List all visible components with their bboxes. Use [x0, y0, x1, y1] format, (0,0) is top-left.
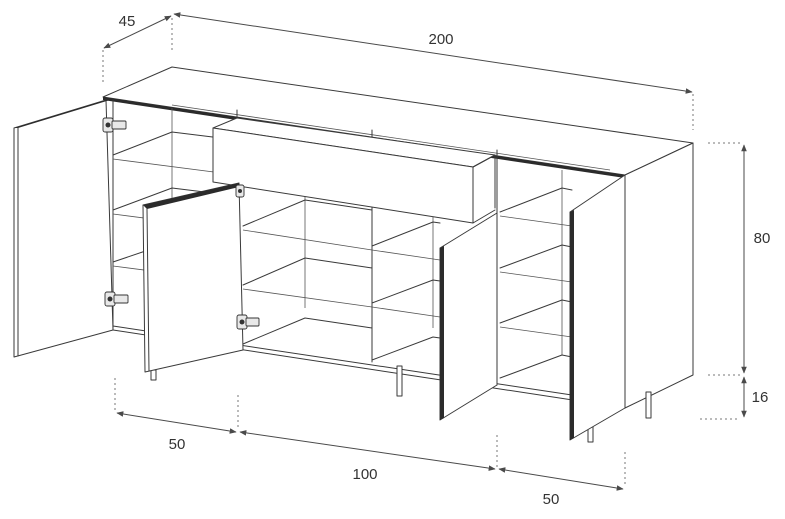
dim-width-label: 200: [428, 31, 453, 48]
right-compartment: [499, 170, 573, 379]
dim-height-label: 80: [754, 230, 771, 247]
doors: [13, 99, 626, 441]
dim-left-section-label: 50: [169, 436, 186, 453]
door-far-left: [13, 99, 114, 358]
dim-right-section-label: 50: [543, 491, 560, 508]
door-middle-right: [439, 212, 498, 421]
dim-right-section-line: [498, 467, 624, 491]
hinge-icon: [235, 184, 245, 198]
dim-middle-section-line: [239, 430, 496, 471]
hinge-icon: [236, 314, 260, 330]
door-far-right: [569, 174, 626, 441]
dim-leg-height-label: 16: [752, 389, 769, 406]
right-side-panel: [624, 142, 694, 409]
hinge-icon: [104, 291, 129, 307]
dim-depth-line: [103, 15, 172, 49]
drawer: [212, 117, 496, 224]
leg-front-left: [150, 369, 157, 381]
dimension-lines: [102, 12, 747, 491]
dim-width-line: [173, 12, 693, 94]
dimension-labels: 45 200 80 16 50 100 50: [119, 13, 771, 508]
dim-left-section-line: [116, 411, 237, 434]
hinge-icon: [102, 117, 127, 133]
leg-back-right: [645, 391, 652, 419]
hinges: [102, 117, 260, 330]
leg-middle: [396, 365, 403, 397]
dim-middle-section-label: 100: [352, 466, 377, 483]
door-left-inner: [142, 182, 244, 373]
dim-depth-label: 45: [119, 13, 136, 30]
